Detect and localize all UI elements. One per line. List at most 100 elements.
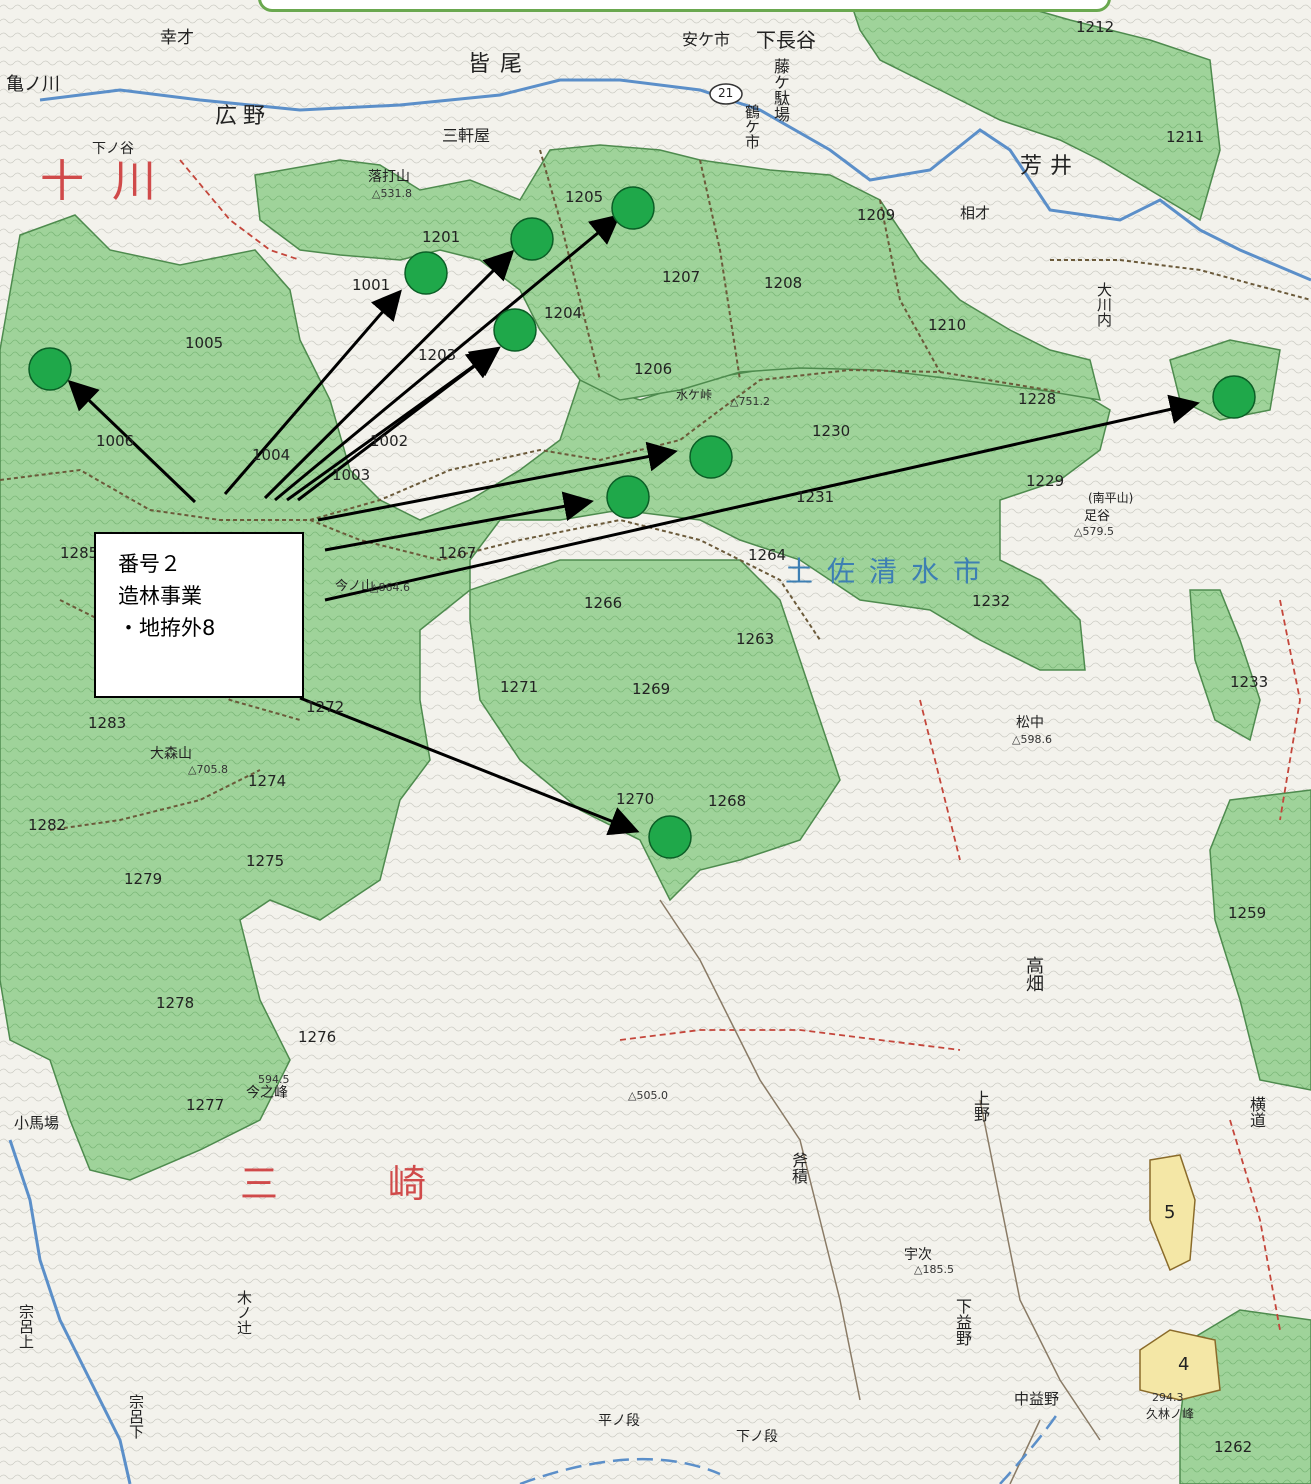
top-banner bbox=[258, 0, 1111, 12]
arrow-1204b bbox=[297, 348, 498, 502]
cmp-1002: 1002 bbox=[370, 432, 409, 450]
place-mizugatoge: 水ケ峠 bbox=[676, 388, 713, 402]
marker-1267[interactable] bbox=[606, 475, 650, 519]
area-label-tosashimizu: 土佐清水市 bbox=[785, 555, 996, 588]
cmp-1282: 1282 bbox=[28, 816, 67, 834]
cmp-1266: 1266 bbox=[584, 594, 623, 612]
place-kobaba: 小馬場 bbox=[14, 1114, 60, 1132]
cmp-1205: 1205 bbox=[565, 188, 604, 206]
place-nakamashino: 中益野 bbox=[1014, 1390, 1060, 1408]
area-label-misaki: 三崎 bbox=[240, 1162, 537, 1206]
peak-kibayashi: 294.3 bbox=[1152, 1391, 1184, 1404]
marker-1231[interactable] bbox=[689, 435, 733, 479]
marker-1204[interactable] bbox=[493, 308, 537, 352]
forest-west bbox=[0, 214, 1111, 1181]
forest-northeast bbox=[849, 0, 1221, 222]
place-tsuruga: 鶴ケ市 bbox=[743, 104, 761, 149]
cmp-1210: 1210 bbox=[928, 316, 967, 334]
place-imanomine: 今之峰 bbox=[246, 1085, 288, 1101]
marker-1001[interactable] bbox=[404, 251, 448, 295]
rivers bbox=[8, 78, 1311, 1484]
arrow-west bbox=[67, 379, 197, 504]
legend-project: 造林事業 bbox=[118, 584, 202, 608]
cmp-1206: 1206 bbox=[634, 360, 673, 378]
cmp-1264: 1264 bbox=[748, 546, 787, 564]
place-sankenya: 三軒屋 bbox=[442, 126, 491, 145]
cmp-1279: 1279 bbox=[124, 870, 163, 888]
plot-5 bbox=[1149, 1154, 1196, 1272]
place-fujigadababa: 藤ケ駄場 bbox=[771, 58, 790, 122]
arrow-1202 bbox=[263, 249, 515, 500]
roads bbox=[179, 159, 1301, 1331]
cmp-1204: 1204 bbox=[544, 304, 583, 322]
arrow-1267 bbox=[324, 491, 594, 552]
place-shimonagatani: 下長谷 bbox=[756, 28, 816, 52]
cmp-1232: 1232 bbox=[972, 592, 1011, 610]
place-aisai: 相才 bbox=[960, 204, 991, 222]
cmp-1270: 1270 bbox=[616, 790, 655, 808]
marker-west[interactable] bbox=[28, 347, 72, 391]
plot-4 bbox=[1139, 1329, 1221, 1401]
area-label-juukawa: 十川 bbox=[40, 156, 184, 207]
cmp-1268: 1268 bbox=[708, 792, 747, 810]
cmp-1283: 1283 bbox=[88, 714, 127, 732]
place-ochiuchiyama: 落打山 bbox=[368, 169, 410, 185]
cmp-1271: 1271 bbox=[500, 678, 539, 696]
cmp-1005: 1005 bbox=[185, 334, 224, 352]
peak-omori: △705.8 bbox=[188, 763, 228, 776]
place-imanoyama: 今ノ山 bbox=[335, 579, 375, 594]
cmp-1230: 1230 bbox=[812, 422, 851, 440]
cmp-1003: 1003 bbox=[332, 466, 371, 484]
cmp-1209: 1209 bbox=[857, 206, 896, 224]
marker-1202[interactable] bbox=[510, 217, 554, 261]
place-okawauchi: 大川内 bbox=[1095, 282, 1113, 327]
cmp-1228: 1228 bbox=[1018, 390, 1057, 408]
place-ashitani: 足谷 bbox=[1084, 509, 1111, 524]
route-21-sign bbox=[709, 83, 743, 105]
peak-ashitani: △579.5 bbox=[1074, 525, 1114, 538]
place-kame: 亀ノ川 bbox=[6, 74, 60, 95]
legend-number: 番号２ bbox=[118, 552, 181, 576]
cmp-1203: 1203 bbox=[418, 346, 457, 364]
cmp-1269: 1269 bbox=[632, 680, 671, 698]
place-yokomichi: 横道 bbox=[1247, 1096, 1266, 1128]
place-kamino: 上野 bbox=[971, 1090, 990, 1122]
cmp-1259: 1259 bbox=[1228, 904, 1267, 922]
cmp-1274: 1274 bbox=[248, 772, 287, 790]
cmp-1208: 1208 bbox=[764, 274, 803, 292]
place-hiranodan: 平ノ段 bbox=[598, 1413, 640, 1429]
cmp-1233: 1233 bbox=[1230, 673, 1269, 691]
arrow-1001 bbox=[223, 289, 402, 495]
forest-1233 bbox=[1189, 589, 1261, 742]
marker-1205[interactable] bbox=[611, 186, 655, 230]
boundary-line bbox=[519, 1409, 1062, 1484]
cmp-1006: 1006 bbox=[96, 432, 135, 450]
forest-north bbox=[254, 144, 1102, 401]
place-kibayashinomine: 久林ノ峰 bbox=[1146, 1407, 1195, 1421]
peak-matsunaka: △598.6 bbox=[1012, 733, 1052, 746]
cmp-1285: 1285 bbox=[60, 544, 99, 562]
forest-1259 bbox=[1209, 789, 1311, 1091]
place-minamihirayama: (南平山) bbox=[1088, 491, 1134, 505]
arrows bbox=[67, 214, 1200, 836]
cmp-1231: 1231 bbox=[796, 488, 835, 506]
cmp-1004: 1004 bbox=[252, 446, 291, 464]
peak-ujitsugu: △185.5 bbox=[914, 1263, 954, 1276]
place-matsunaka: 松中 bbox=[1016, 715, 1044, 731]
arrow-east bbox=[324, 394, 1200, 602]
arrow-1205 bbox=[274, 214, 621, 502]
plot-4-label: 4 bbox=[1178, 1354, 1190, 1375]
marker-1270[interactable] bbox=[648, 815, 692, 859]
marker-east[interactable] bbox=[1212, 375, 1256, 419]
place-onozumi: 斧積 bbox=[789, 1152, 808, 1184]
peak-imanoyama: △864.6 bbox=[370, 581, 410, 594]
legend-callout: 番号２ 造林事業 ・地拵外8 bbox=[94, 532, 304, 698]
cmp-1263: 1263 bbox=[736, 630, 775, 648]
plot-5-label: 5 bbox=[1164, 1202, 1176, 1223]
arrow-1270 bbox=[299, 696, 640, 836]
cmp-1207: 1207 bbox=[662, 268, 701, 286]
place-shimomashino: 下益野 bbox=[953, 1298, 972, 1346]
cmp-1276: 1276 bbox=[298, 1028, 337, 1046]
